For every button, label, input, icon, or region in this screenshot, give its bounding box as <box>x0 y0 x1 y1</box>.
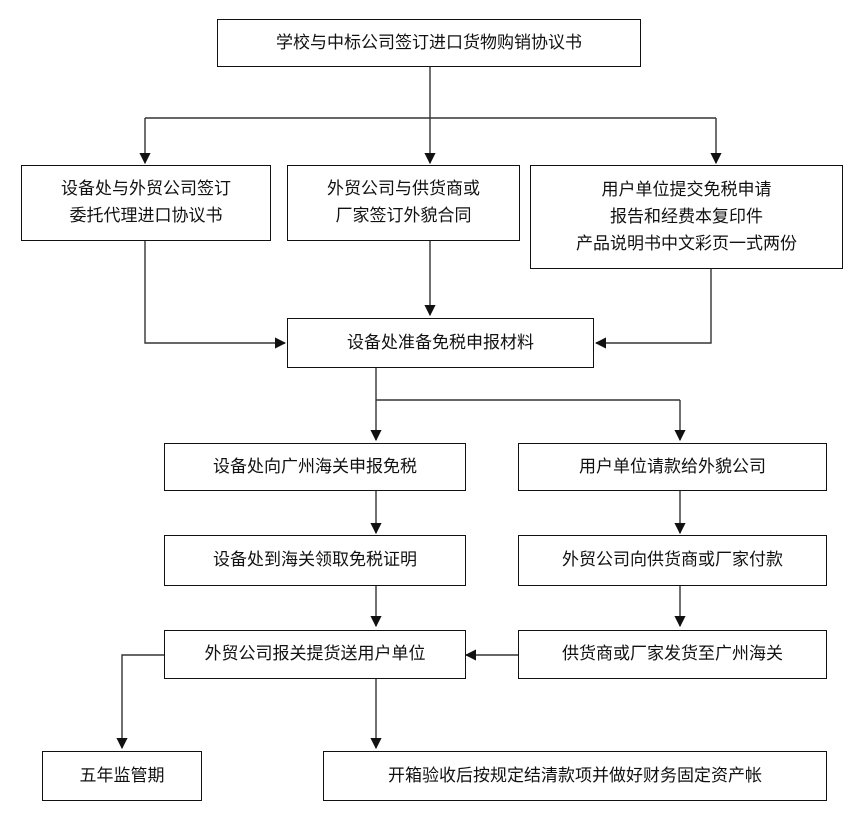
node-ship-label: 供货商或厂家发货至广州海关 <box>562 644 783 664</box>
node-left-top-line-2: 委托代理进口协议书 <box>69 206 223 226</box>
node-request-payment: 用户单位请款给外貌公司 <box>518 443 827 491</box>
node-pay-supplier: 外贸公司向供货商或厂家付款 <box>518 535 827 586</box>
node-supervise-label: 五年监管期 <box>79 765 165 786</box>
node-mid-top-line-1: 外贸公司与供货商或 <box>327 179 480 199</box>
node-right-top-line-2: 报告和经费本复印件 <box>610 206 763 227</box>
node-prepare-label: 设备处准备免税申报材料 <box>347 332 534 353</box>
node-request-payment-label: 用户单位请款给外貌公司 <box>579 456 766 477</box>
node-ship: 供货商或厂家发货至广州海关 <box>518 630 827 679</box>
node-settle: 开箱验收后按规定结清款项并做好财务固定资产帐 <box>323 751 827 801</box>
node-prepare: 设备处准备免税申报材料 <box>287 318 594 368</box>
node-supervise: 五年监管期 <box>42 751 202 801</box>
node-deliver: 外贸公司报关提货送用户单位 <box>164 630 466 679</box>
arrow-left-top-to-prepare <box>144 240 287 349</box>
node-collect-cert-label: 设备处到海关领取免税证明 <box>213 550 417 570</box>
node-left-top-line-1: 设备处与外贸公司签订 <box>61 179 231 199</box>
arrow-deliver-to-supervise <box>116 654 165 750</box>
node-declare-label: 设备处向广州海关申报免税 <box>213 456 417 477</box>
node-top-label: 学校与中标公司签订进口货物购销协议书 <box>276 32 582 53</box>
node-right-top-line-1: 用户单位提交免税申请 <box>601 179 772 200</box>
node-right-top: 用户单位提交免税申请 报告和经费本复印件 产品说明书中文彩页一式两份 <box>530 165 843 269</box>
node-settle-label: 开箱验收后按规定结清款项并做好财务固定资产帐 <box>388 765 762 786</box>
node-declare: 设备处向广州海关申报免税 <box>164 443 466 491</box>
node-mid-top-line-2: 厂家签订外貌合同 <box>335 206 472 226</box>
node-top: 学校与中标公司签订进口货物购销协议书 <box>217 19 641 67</box>
node-deliver-label: 外贸公司报关提货送用户单位 <box>204 644 426 664</box>
node-pay-supplier-label: 外贸公司向供货商或厂家付款 <box>562 550 783 570</box>
node-mid-top: 外贸公司与供货商或 厂家签订外貌合同 <box>287 165 520 241</box>
node-collect-cert: 设备处到海关领取免税证明 <box>164 535 466 586</box>
node-left-top: 设备处与外贸公司签订 委托代理进口协议书 <box>21 165 271 241</box>
arrow-right-top-to-prepare <box>594 268 712 349</box>
node-right-top-line-3: 产品说明书中文彩页一式两份 <box>576 233 797 254</box>
